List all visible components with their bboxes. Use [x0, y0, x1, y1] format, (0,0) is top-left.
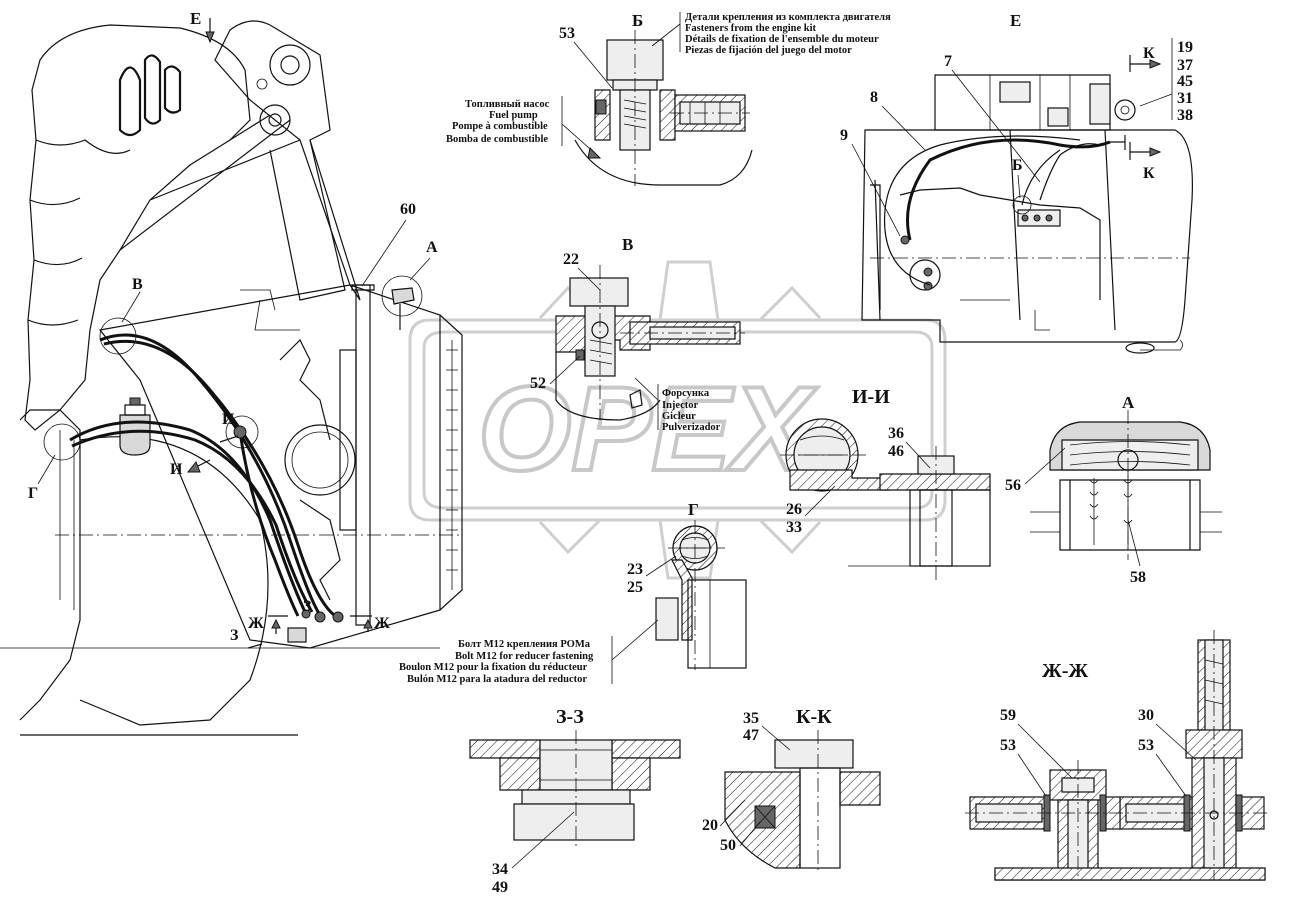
- pos-47: 47: [743, 727, 759, 744]
- section-kk-title: К-К: [796, 706, 832, 728]
- pos-8: 8: [870, 89, 878, 106]
- section-zz-title: З-З: [556, 706, 584, 728]
- note-bolt-3: Boulon M12 pour la fixation du réducteur: [399, 662, 588, 673]
- note-engine-fasteners-1: Детали крепления из комплекта двигателя: [685, 12, 891, 23]
- pos-53-top: 53: [559, 25, 575, 42]
- pos-20: 20: [702, 817, 718, 834]
- pos-37: 37: [1177, 57, 1193, 74]
- note-injector-4: Pulverizador: [662, 422, 721, 433]
- section-zhzh-title: Ж-Ж: [1042, 660, 1088, 682]
- note-injector-2: Injector: [662, 400, 698, 411]
- note-fuel-pump-4: Bomba de combustible: [446, 134, 548, 145]
- section-kk-detail: [724, 730, 881, 870]
- main-assembly-view: [0, 20, 463, 736]
- pos-30: 30: [1138, 707, 1154, 724]
- watermark-text: OPEX: [478, 362, 818, 496]
- pos-34: 34: [492, 861, 508, 878]
- view-v-title: В: [622, 235, 633, 254]
- pos-23: 23: [627, 561, 643, 578]
- pos-36: 36: [888, 425, 904, 442]
- view-a-detail: [1030, 410, 1222, 560]
- pos-9: 9: [840, 127, 848, 144]
- pos-35: 35: [743, 710, 759, 727]
- pos-31: 31: [1177, 90, 1193, 107]
- pos-45: 45: [1177, 73, 1193, 90]
- view-e-detail: [861, 74, 1193, 354]
- pos-38: 38: [1177, 107, 1193, 124]
- view-e-title: Е: [1010, 11, 1021, 30]
- marker-g: Г: [28, 485, 38, 502]
- pos-56: 56: [1005, 477, 1021, 494]
- view-a-title: А: [1122, 393, 1135, 412]
- pos-60: 60: [400, 201, 416, 218]
- pos-53-left: 53: [1000, 737, 1016, 754]
- view-e-arrow-label: Е: [190, 9, 201, 28]
- note-engine-fasteners-3: Détails de fixation de l'ensemble du mot…: [685, 34, 879, 45]
- marker-v: В: [132, 276, 143, 293]
- pos-33: 33: [786, 519, 802, 536]
- watermark: OPEX: [408, 260, 947, 580]
- pos-19: 19: [1177, 39, 1193, 56]
- pos-7: 7: [944, 53, 952, 70]
- pos-52: 52: [530, 375, 546, 392]
- marker-z-2: З: [230, 627, 239, 644]
- section-zhzh-detail: [965, 630, 1270, 881]
- marker-i-2: И: [170, 461, 183, 478]
- note-bolt-1: Болт М12 крепления РОМа: [458, 639, 591, 650]
- note-bolt-4: Bulón M12 para la atadura del reductor: [407, 674, 587, 685]
- pos-59: 59: [1000, 707, 1016, 724]
- note-fuel-pump-1: Топливный насос: [465, 99, 550, 110]
- marker-zh-1: Ж: [248, 615, 264, 632]
- note-engine-fasteners-4: Piezas de fijación del juego del motor: [685, 45, 852, 56]
- note-bolt-2: Bolt M12 for reducer fastening: [455, 651, 594, 662]
- marker-a: А: [426, 239, 438, 256]
- marker-k-1: К: [1143, 45, 1155, 62]
- view-b-title: Б: [632, 11, 643, 30]
- note-fuel-pump-2: Fuel pump: [489, 110, 538, 121]
- pos-25: 25: [627, 579, 643, 596]
- section-zz-detail: [469, 730, 681, 850]
- pos-58: 58: [1130, 569, 1146, 586]
- marker-k-2: К: [1143, 165, 1155, 182]
- view-g-detail: [655, 520, 747, 670]
- pos-53-right: 53: [1138, 737, 1154, 754]
- marker-b-in-e: Б: [1012, 157, 1023, 174]
- marker-i-1: И: [222, 411, 235, 428]
- marker-zh-2: Ж: [374, 615, 390, 632]
- pos-49: 49: [492, 879, 508, 896]
- note-fuel-pump-3: Pompe à combustible: [452, 121, 548, 132]
- note-engine-fasteners-2: Fasteners from the engine kit: [685, 23, 817, 34]
- section-ii-title: И-И: [852, 386, 890, 408]
- view-b-detail: [574, 30, 753, 186]
- pos-50: 50: [720, 837, 736, 854]
- pos-26: 26: [786, 501, 802, 518]
- pos-22: 22: [563, 251, 579, 268]
- pos-46: 46: [888, 443, 904, 460]
- note-injector-1: Форсунка: [662, 388, 710, 399]
- view-v-detail: [555, 265, 745, 421]
- view-g-title: Г: [688, 500, 699, 519]
- note-injector-3: Gicleur: [662, 411, 696, 422]
- section-ii-detail: [780, 418, 991, 580]
- marker-z-1: З: [303, 598, 312, 615]
